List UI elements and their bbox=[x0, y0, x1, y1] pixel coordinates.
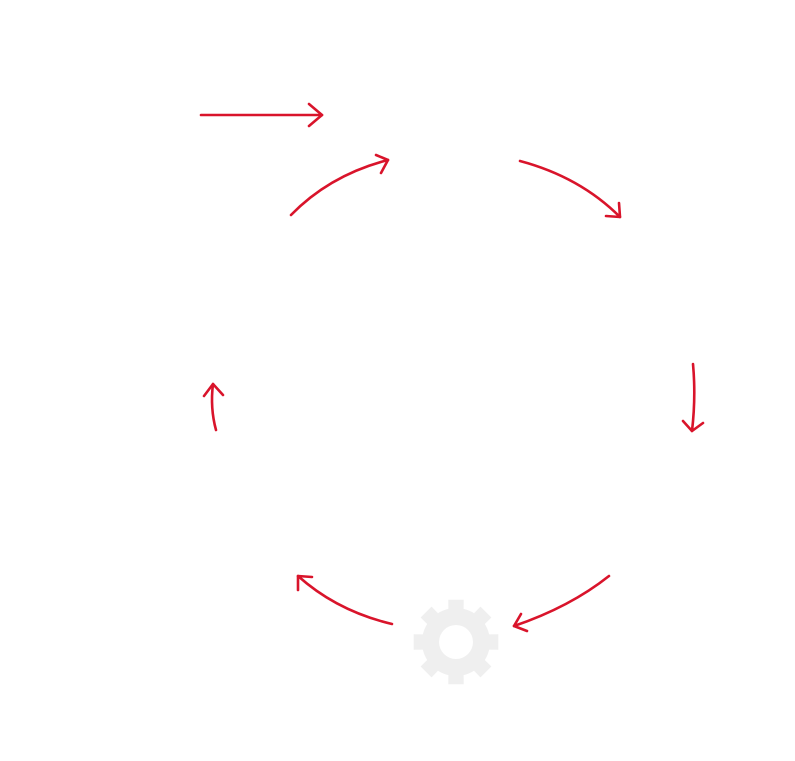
entry-arrow-icon bbox=[199, 102, 324, 128]
cycle-arrow-bottom-left-icon bbox=[296, 574, 394, 626]
cycle-arrow-left-icon bbox=[202, 382, 225, 432]
cycle-arrow-top-right-icon bbox=[518, 159, 622, 219]
cycle-arrow-top-left-icon bbox=[289, 153, 390, 217]
gear-icon bbox=[413, 599, 499, 685]
cycle-arrow-right-icon bbox=[681, 362, 705, 433]
cycle-arrow-bottom-right-icon bbox=[512, 574, 611, 633]
gear-shape bbox=[413, 599, 499, 685]
